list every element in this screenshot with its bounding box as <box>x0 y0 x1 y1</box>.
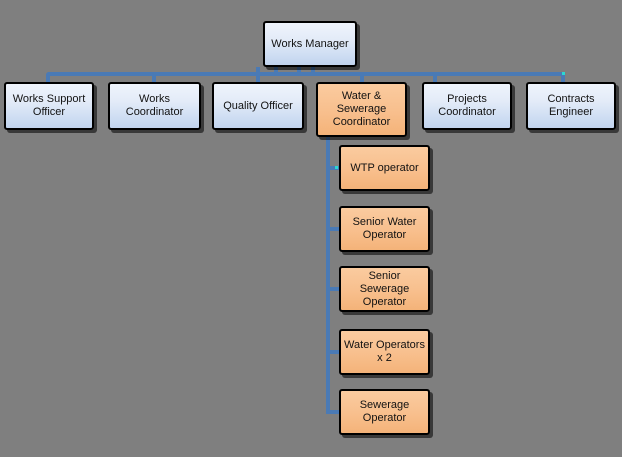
org-box-label: Quality Officer <box>223 99 293 112</box>
org-box-water-sewerage-coordinator[interactable]: Water & Sewerage Coordinator <box>316 82 407 137</box>
org-box-works-manager[interactable]: Works Manager <box>263 21 357 67</box>
connector-bus <box>46 72 565 76</box>
connector-drop <box>152 74 156 82</box>
org-box-senior-sewerage-operator[interactable]: Senior Sewerage Operator <box>339 266 430 312</box>
org-box-label: Sewerage Operator <box>359 399 410 424</box>
org-box-label: Water & Sewerage Coordinator <box>332 90 391 128</box>
org-box-label: Water Operators x 2 <box>344 339 425 364</box>
connector-branch <box>330 227 339 231</box>
connector-branch <box>330 166 339 170</box>
org-box-label: Senior Sewerage Operator <box>359 269 410 308</box>
org-box-works-support-officer[interactable]: Works Support Officer <box>4 82 94 130</box>
connector-drop <box>360 74 364 82</box>
connector-stub <box>274 67 278 72</box>
connector-drop <box>433 74 437 82</box>
org-box-works-coordinator[interactable]: Works Coordinator <box>108 82 201 130</box>
org-box-label: Works Support Officer <box>12 93 86 118</box>
org-box-label: Works Manager <box>271 37 349 50</box>
org-box-projects-coordinator[interactable]: Projects Coordinator <box>422 82 512 130</box>
org-box-label: Projects Coordinator <box>438 93 496 118</box>
org-box-contracts-engineer[interactable]: Contracts Engineer <box>526 82 616 130</box>
connector-drop <box>46 72 50 82</box>
endpoint-marker <box>335 166 338 169</box>
connector-branch <box>330 287 339 291</box>
connector-drop <box>256 67 260 82</box>
org-box-label: Works Coordinator <box>125 93 184 118</box>
connector-branch <box>330 350 339 354</box>
org-box-label: Contracts Engineer <box>547 93 595 118</box>
org-box-senior-water-operator[interactable]: Senior Water Operator <box>339 206 430 252</box>
org-box-label: Senior Water Operator <box>352 216 417 241</box>
org-box-wtp-operator[interactable]: WTP operator <box>339 145 430 191</box>
org-box-water-operators-x2[interactable]: Water Operators x 2 <box>339 329 430 375</box>
org-box-sewerage-operator[interactable]: Sewerage Operator <box>339 389 430 435</box>
connector-drop <box>561 72 565 82</box>
connector-stub <box>311 67 315 72</box>
org-box-label: WTP operator <box>350 161 419 174</box>
connector-branch <box>326 410 339 414</box>
connector-trunk <box>326 137 330 414</box>
connector-stub <box>297 67 301 72</box>
endpoint-marker <box>562 72 565 75</box>
org-box-quality-officer[interactable]: Quality Officer <box>212 82 304 130</box>
